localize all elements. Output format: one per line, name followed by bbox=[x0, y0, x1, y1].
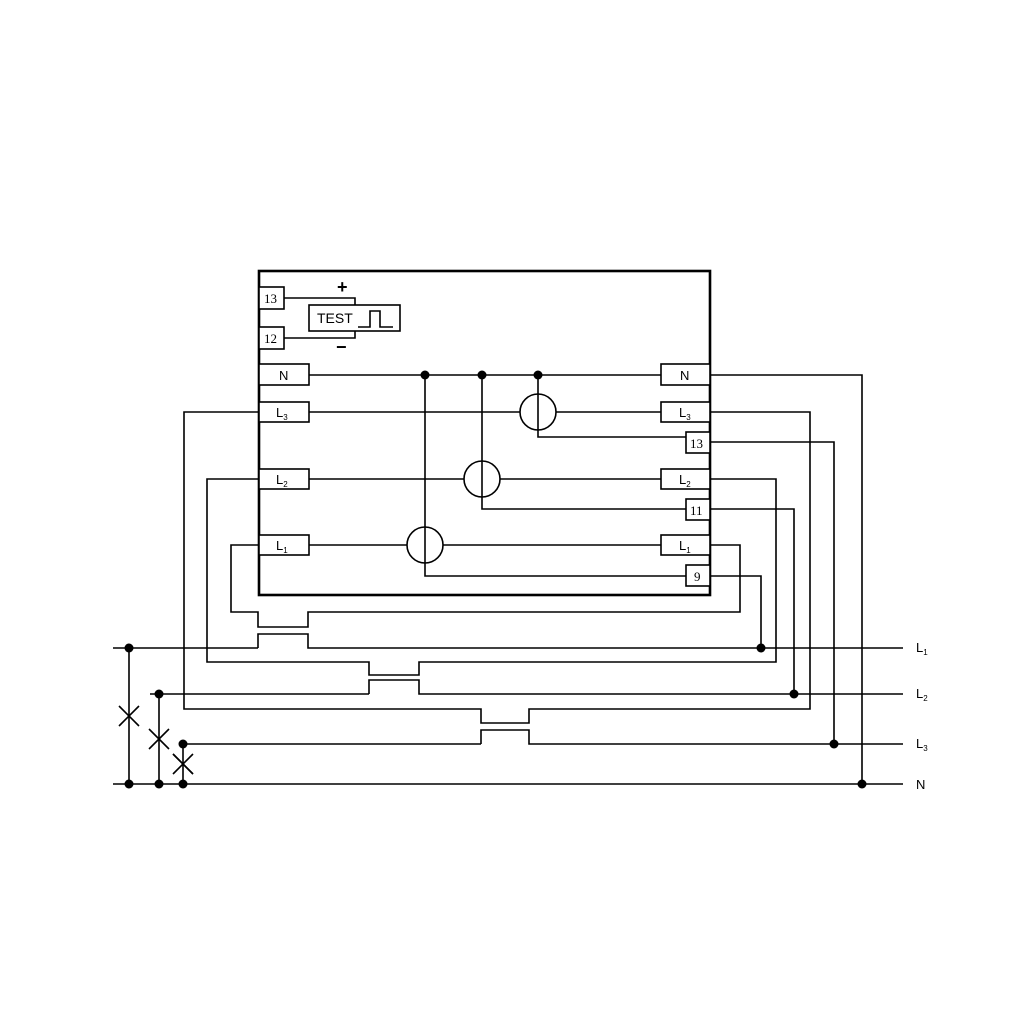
terminal-right-13: 13 bbox=[685, 431, 711, 454]
svg-text:L1: L1 bbox=[276, 538, 288, 555]
test-circuit: TEST + − bbox=[284, 277, 401, 357]
svg-text:12: 12 bbox=[264, 331, 277, 346]
junction-dot bbox=[533, 370, 543, 380]
svg-text:L2: L2 bbox=[276, 472, 288, 489]
current-transformers bbox=[406, 393, 557, 564]
terminal-right-l1: L1 bbox=[660, 534, 711, 556]
internal-wiring bbox=[309, 374, 686, 577]
svg-text:N: N bbox=[279, 368, 288, 383]
svg-text:L2: L2 bbox=[679, 472, 691, 489]
breaker-cross-icon bbox=[148, 728, 170, 750]
terminal-left-12: 12 bbox=[258, 326, 285, 350]
svg-text:9: 9 bbox=[694, 569, 701, 584]
svg-text:N: N bbox=[680, 368, 689, 383]
terminal-left-n: N bbox=[258, 363, 310, 386]
external-junctions bbox=[124, 643, 867, 789]
bus-label-l1: L1 bbox=[916, 640, 928, 657]
svg-text:13: 13 bbox=[690, 436, 703, 451]
svg-text:L1: L1 bbox=[679, 538, 691, 555]
terminal-left-13: 13 bbox=[258, 286, 285, 310]
breaker-cross-icon bbox=[118, 705, 140, 727]
terminal-left-l3: L3 bbox=[258, 401, 310, 423]
svg-text:L3: L3 bbox=[679, 405, 691, 422]
breaker-cross-icon bbox=[172, 753, 194, 775]
junction-dot bbox=[477, 370, 487, 380]
terminal-right-l2: L2 bbox=[660, 468, 711, 490]
terminal-right-9: 9 bbox=[685, 564, 711, 587]
test-plus-sign: + bbox=[337, 277, 348, 297]
terminal-right-l3: L3 bbox=[660, 401, 711, 423]
test-minus-sign: − bbox=[336, 337, 347, 357]
terminal-left-l1: L1 bbox=[258, 534, 310, 556]
test-label: TEST bbox=[317, 310, 353, 326]
svg-text:L3: L3 bbox=[276, 405, 288, 422]
external-wiring bbox=[113, 374, 903, 785]
terminal-left-l2: L2 bbox=[258, 468, 310, 490]
terminal-right-11: 11 bbox=[685, 498, 711, 521]
junction-dot bbox=[420, 370, 430, 380]
svg-text:13: 13 bbox=[264, 291, 277, 306]
bus-label-n: N bbox=[916, 777, 925, 792]
bus-label-l2: L2 bbox=[916, 686, 928, 703]
svg-text:11: 11 bbox=[690, 503, 703, 518]
bus-label-l3: L3 bbox=[916, 736, 928, 753]
terminal-right-n: N bbox=[660, 363, 711, 386]
pulse-icon bbox=[358, 310, 393, 328]
